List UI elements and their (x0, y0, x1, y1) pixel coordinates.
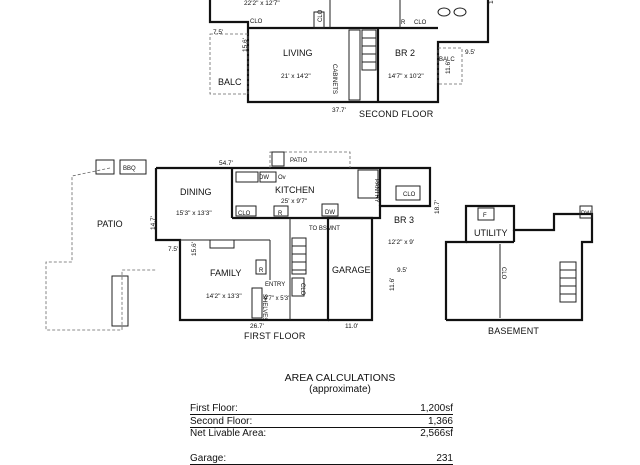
room-label-family: FAMILY (210, 268, 241, 278)
stairs (560, 262, 576, 302)
area-row-label: Second Floor: (190, 416, 252, 427)
patio-furniture (96, 160, 114, 174)
patio-label: PATIO (290, 158, 307, 164)
refrigerator-label: R (278, 211, 283, 217)
floor-title-first: FIRST FLOOR (244, 331, 306, 341)
area-row-rule (190, 464, 453, 465)
closet-label: CLO (414, 20, 427, 26)
room-label-living: LIVING (283, 48, 313, 58)
balcony-label: BALC (218, 77, 242, 87)
stairs-to-basement (292, 238, 306, 274)
sink-fixture (454, 8, 466, 16)
patio-fixture (272, 152, 284, 166)
room-label-kitchen: KITCHEN (275, 185, 315, 195)
dishwasher-label: DW (259, 175, 269, 181)
shelves (252, 288, 262, 318)
room-label-br2: BR 2 (395, 48, 415, 58)
cabinets (349, 30, 360, 100)
closet-label: CLO (250, 19, 263, 25)
area-subheading: (approximate) (190, 384, 490, 395)
dimension-label: 18.7' (434, 200, 441, 214)
pantry-label: PANTRY (373, 179, 379, 203)
dimension-label: 9.5' (465, 49, 475, 56)
area-calculations: AREA CALCULATIONS (approximate) First Fl… (190, 372, 490, 465)
dimension-label: 11.6' (389, 278, 396, 291)
area-row: Garage: 231 (190, 453, 490, 465)
floor-title-second: SECOND FLOOR (359, 109, 434, 119)
room-dimension: 25' x 9'7" (281, 198, 308, 205)
closet-label: CLO (299, 283, 305, 296)
dimension-label: 15.6' (191, 242, 198, 256)
dishwasher (236, 172, 258, 182)
floor-title-basement: BASEMENT (488, 326, 539, 336)
basement-outer-wall (446, 206, 592, 320)
area-row-value: 2,566sf (420, 428, 453, 439)
cabinets-label: CABINETS (331, 64, 337, 94)
room-dimension: 22'2" x 12'7" (244, 0, 280, 7)
room-label-entry: ENTRY (265, 282, 285, 288)
closet-label: CLO (238, 211, 251, 217)
patio-steps (112, 276, 128, 326)
dimension-label: 15.6' (242, 38, 249, 52)
dimension-label: 26.7' (250, 323, 264, 330)
area-row-label: Garage: (190, 453, 226, 464)
room-label-dining: DINING (180, 187, 212, 197)
room-label-utility: UTILITY (474, 228, 508, 238)
area-row-label: Net Livable Area: (190, 428, 266, 439)
room-dimension: 15'3" x 13'3" (176, 210, 212, 217)
basement-plan: F DW UTILITY CLO BASEMENT (446, 206, 592, 336)
room-dimension: 21' x 14'2" (281, 73, 311, 80)
closet-label: CLO (500, 267, 506, 280)
dimension-label: 18 (488, 0, 495, 4)
furnace-label: F (483, 213, 487, 219)
room-dimension: 12'2" x 9' (388, 239, 414, 246)
area-row: Net Livable Area: 2,566sf (190, 428, 490, 441)
dimension-label: 11.0' (345, 323, 358, 330)
patio-label: PATIO (97, 219, 123, 229)
area-row-value: 1,366 (428, 416, 453, 427)
room-label-br3: BR 3 (394, 215, 414, 225)
dimension-label: 14.7' (150, 216, 157, 230)
refrigerator-label: R (259, 268, 264, 274)
shelves-label: SHELVES (261, 294, 267, 321)
area-row-label: First Floor: (190, 403, 238, 414)
stairs (362, 30, 376, 70)
room-dimension: 14'2" x 13'3" (206, 293, 242, 300)
dimension-label: 9.5' (397, 267, 407, 274)
area-row-value: 231 (436, 453, 453, 464)
bbq-label: BBQ (123, 166, 136, 172)
to-basement-label: TO BSMNT (309, 226, 340, 232)
area-row: Second Floor: 1,366 (190, 416, 490, 429)
second-floor-plan: 22'2" x 12'7" CLO CLO R CLO LIVING 21' x… (210, 0, 495, 119)
refrigerator-label: R (401, 20, 406, 26)
dimension-label: 37.7' (332, 107, 346, 114)
dimension-label: 54.7' (219, 160, 233, 167)
area-row: First Floor: 1,200sf (190, 403, 490, 416)
dimension-label: 7.5' (168, 246, 178, 253)
first-floor-plan: BBQ PATIO PATIO DW Ov PANTRY CLO DINING … (46, 152, 441, 341)
room-dimension: 14'7" x 10'2" (388, 73, 424, 80)
room-label-garage: GARAGE (332, 265, 371, 275)
area-heading: AREA CALCULATIONS (190, 372, 490, 384)
sink-fixture (438, 8, 450, 16)
closet-label: CLO (403, 192, 416, 198)
dryer-label: DW (581, 211, 591, 217)
fireplace (210, 240, 234, 248)
dishwasher-label: DW (325, 210, 335, 216)
closet-label: CLO (318, 9, 324, 22)
dimension-label: 11.6' (445, 61, 452, 74)
patio-left (46, 168, 156, 330)
oven-label: Ov (278, 175, 286, 181)
dimension-label: 7.5' (213, 29, 223, 36)
area-row-value: 1,200sf (420, 403, 453, 414)
